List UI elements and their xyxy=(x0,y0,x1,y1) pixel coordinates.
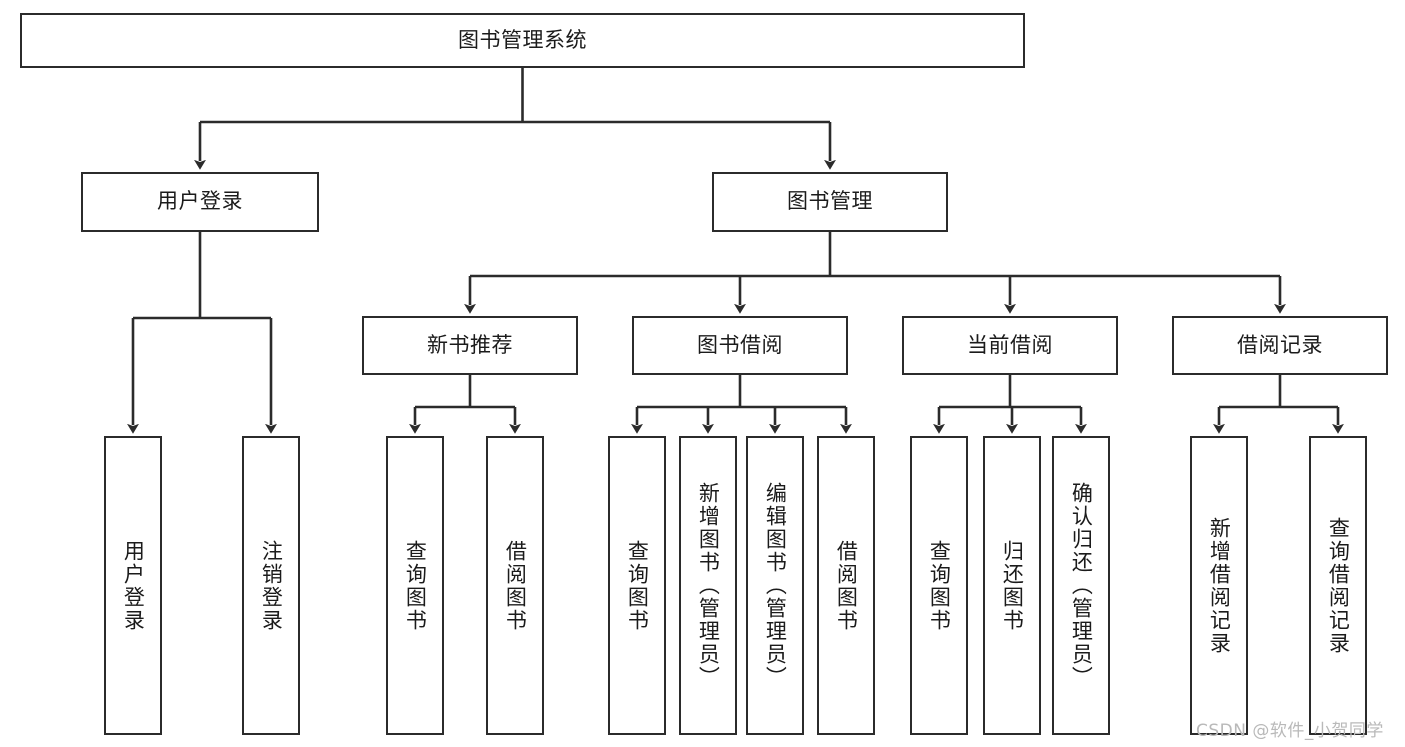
leaf-query-book-1-label: 查询图书 xyxy=(403,539,428,632)
node-user-login-label: 用户登录 xyxy=(157,189,243,214)
node-root[interactable]: 图书管理系统 xyxy=(20,13,1025,68)
leaf-query-book-2[interactable]: 查询图书 xyxy=(608,436,666,735)
leaf-query-book-1[interactable]: 查询图书 xyxy=(386,436,444,735)
leaf-query-borrow-record[interactable]: 查询借阅记录 xyxy=(1309,436,1367,735)
leaf-add-borrow-record-label: 新增借阅记录 xyxy=(1207,516,1232,655)
leaf-query-book-3[interactable]: 查询图书 xyxy=(910,436,968,735)
leaf-logout-label: 注销登录 xyxy=(259,539,284,632)
node-new-book-recommend-label: 新书推荐 xyxy=(427,332,513,357)
leaf-edit-book-label: 编辑图书（管理员） xyxy=(763,482,788,689)
node-user-login[interactable]: 用户登录 xyxy=(81,172,319,232)
node-current-borrow-label: 当前借阅 xyxy=(967,332,1053,357)
leaf-add-book-label: 新增图书（管理员） xyxy=(696,482,721,689)
node-book-borrow[interactable]: 图书借阅 xyxy=(632,316,848,375)
node-book-manage-label: 图书管理 xyxy=(787,189,873,214)
leaf-add-book[interactable]: 新增图书（管理员） xyxy=(679,436,737,735)
node-root-label: 图书管理系统 xyxy=(458,27,587,52)
leaf-query-book-2-label: 查询图书 xyxy=(625,539,650,632)
leaf-return-book-label: 归还图书 xyxy=(1000,539,1025,632)
leaf-borrow-book-1[interactable]: 借阅图书 xyxy=(486,436,544,735)
leaf-user-login-label: 用户登录 xyxy=(121,539,146,632)
edge-group xyxy=(127,68,1344,434)
node-book-manage[interactable]: 图书管理 xyxy=(712,172,948,232)
leaf-borrow-book-2-label: 借阅图书 xyxy=(834,539,859,632)
node-borrow-record[interactable]: 借阅记录 xyxy=(1172,316,1388,375)
leaf-add-borrow-record[interactable]: 新增借阅记录 xyxy=(1190,436,1248,735)
leaf-edit-book[interactable]: 编辑图书（管理员） xyxy=(746,436,804,735)
leaf-borrow-book-2[interactable]: 借阅图书 xyxy=(817,436,875,735)
leaf-confirm-return-label: 确认归还（管理员） xyxy=(1069,482,1094,689)
leaf-borrow-book-1-label: 借阅图书 xyxy=(503,539,528,632)
leaf-return-book[interactable]: 归还图书 xyxy=(983,436,1041,735)
leaf-logout[interactable]: 注销登录 xyxy=(242,436,300,735)
leaf-query-borrow-record-label: 查询借阅记录 xyxy=(1326,516,1351,655)
node-new-book-recommend[interactable]: 新书推荐 xyxy=(362,316,578,375)
leaf-user-login[interactable]: 用户登录 xyxy=(104,436,162,735)
node-book-borrow-label: 图书借阅 xyxy=(697,332,783,357)
node-borrow-record-label: 借阅记录 xyxy=(1237,332,1323,357)
leaf-confirm-return[interactable]: 确认归还（管理员） xyxy=(1052,436,1110,735)
leaf-query-book-3-label: 查询图书 xyxy=(927,539,952,632)
node-current-borrow[interactable]: 当前借阅 xyxy=(902,316,1118,375)
